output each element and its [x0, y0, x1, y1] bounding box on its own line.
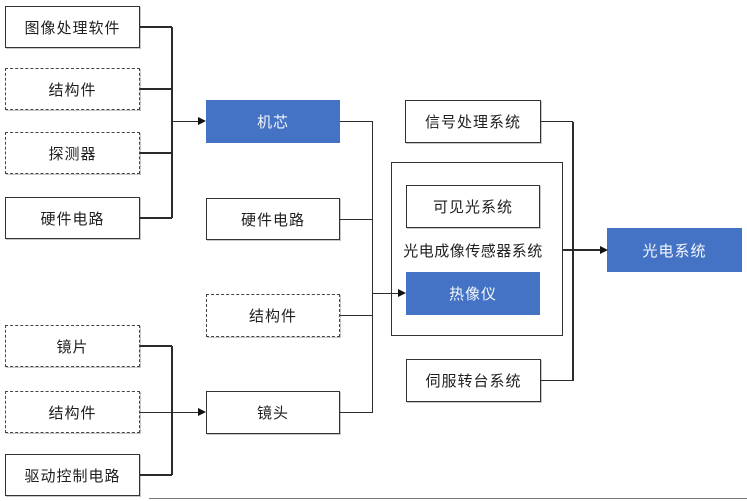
node-lens-element: 镜片: [5, 325, 140, 367]
node-label: 光电系统: [642, 242, 707, 260]
connector-line: [140, 152, 172, 154]
node-label: 伺服转台系统: [425, 373, 522, 390]
node-label: 结构件: [48, 404, 97, 422]
node-visible-light-system: 可见光系统: [406, 185, 540, 228]
node-image-processing-software: 图像处理软件: [5, 6, 140, 48]
node-label: 驱动控制电路: [24, 467, 121, 485]
node-label: 机芯: [256, 114, 289, 131]
connector-line: [541, 379, 573, 382]
connector-line: [541, 120, 573, 123]
node-label: 硬件电路: [240, 211, 305, 229]
node-label: 硬件电路: [40, 210, 105, 228]
connector-line: [171, 346, 173, 475]
arrowhead-to-thermal-imager: [398, 289, 406, 298]
connector-line: [340, 218, 373, 221]
node-label: 镜头: [256, 405, 289, 422]
node-optoelectronic-system: 光电系统: [607, 228, 742, 272]
node-label: 结构件: [248, 308, 297, 325]
node-label: 镜片: [56, 338, 89, 356]
sensor-system-group-label: 光电成像传感器系统: [403, 243, 543, 260]
connector-line: [140, 345, 172, 347]
connector-line: [140, 474, 172, 476]
connector-line: [340, 411, 373, 414]
connector-line: [140, 411, 198, 414]
node-label: 探测器: [48, 145, 97, 163]
sensor-system-group-frame: [391, 162, 563, 336]
node-struct-top: 结构件: [5, 68, 140, 110]
node-thermal-imager: 热像仪: [406, 272, 540, 315]
node-lens: 镜头: [206, 391, 340, 434]
node-label: 结构件: [48, 81, 97, 99]
connector-line: [371, 121, 373, 413]
node-label: 信号处理系统: [424, 114, 521, 131]
connector-line: [171, 27, 173, 218]
arrowhead-to-core: [198, 117, 206, 126]
connector-line: [172, 120, 199, 123]
node-servo-turntable-system: 伺服转台系统: [406, 359, 541, 402]
node-signal-processing-system: 信号处理系统: [405, 100, 541, 143]
node-label: 可见光系统: [432, 199, 513, 216]
arrowhead-to-lens: [198, 408, 206, 417]
connector-line: [140, 88, 172, 90]
connector-line: [140, 217, 172, 219]
connector-line: [140, 26, 172, 28]
connector-line: [572, 121, 574, 381]
node-label: 图像处理软件: [24, 19, 121, 37]
connector-line: [340, 120, 373, 123]
node-drive-control-circuit: 驱动控制电路: [5, 454, 140, 496]
connector-line: [372, 292, 398, 295]
arrowhead-to-optoelectronic-system: [600, 245, 608, 254]
connector-line: [563, 249, 600, 251]
node-detector: 探测器: [5, 132, 140, 174]
node-struct-mid: 结构件: [206, 294, 340, 337]
node-hardware-circuit-mid: 硬件电路: [206, 198, 340, 240]
bottom-rule: [149, 497, 747, 499]
node-core: 机芯: [206, 100, 340, 143]
node-label: 热像仪: [448, 286, 497, 303]
node-struct-bottom: 结构件: [5, 391, 140, 433]
node-hardware-circuit-left: 硬件电路: [5, 197, 140, 239]
connector-line: [340, 314, 373, 317]
